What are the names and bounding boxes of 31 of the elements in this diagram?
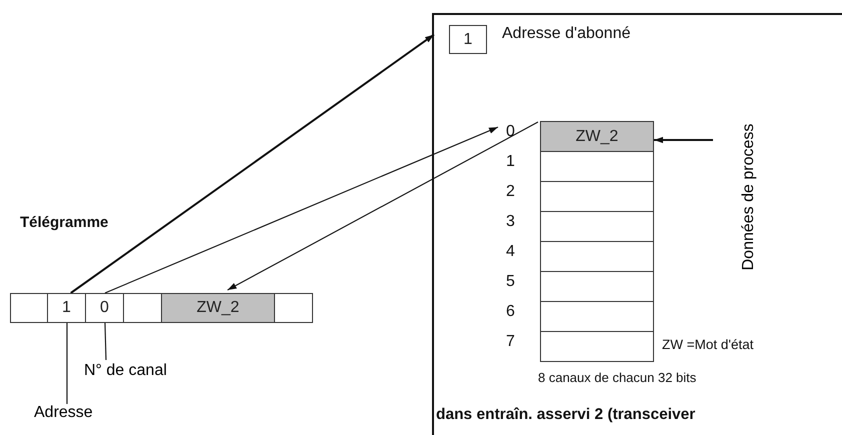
- leader-line: [104, 322, 107, 360]
- arrow: [227, 122, 538, 290]
- group-title: Télégramme: [20, 214, 108, 231]
- panel-heading: dans entraîn. asservi 2 (transceiver: [436, 406, 696, 424]
- channel-number: 0: [506, 123, 515, 141]
- shaded-cell: ZW_2: [540, 121, 654, 152]
- telegram-cell: [124, 293, 162, 323]
- arrow: [70, 34, 435, 294]
- channel-number: 6: [506, 303, 515, 321]
- channel-number: 2: [506, 183, 515, 201]
- arrow: [104, 126, 498, 294]
- leader-text: N° de canal: [84, 362, 167, 380]
- shaded-cell: ZW_2: [162, 293, 275, 323]
- leader-text: Adresse: [34, 404, 93, 422]
- address-box: 1: [449, 25, 487, 54]
- telegram-cell: 0: [86, 293, 124, 323]
- note: 8 canaux de chacun 32 bits: [538, 370, 696, 385]
- vertical-label: Données de process: [737, 97, 761, 297]
- channel-number: 1: [506, 153, 515, 171]
- channel-number: 7: [506, 333, 515, 351]
- leader-line: [66, 323, 68, 404]
- channel-number: 5: [506, 273, 515, 291]
- panel: [432, 13, 842, 435]
- arrow: [654, 136, 713, 144]
- telegram-cell: 1: [48, 293, 86, 323]
- note: ZW =Mot d'état: [662, 337, 754, 352]
- channel-number: 3: [506, 213, 515, 231]
- channel-number: 4: [506, 243, 515, 261]
- telegram-cell: [275, 293, 313, 323]
- telegram-cell: [10, 293, 48, 323]
- address-caption: Adresse d'abonné: [502, 25, 630, 43]
